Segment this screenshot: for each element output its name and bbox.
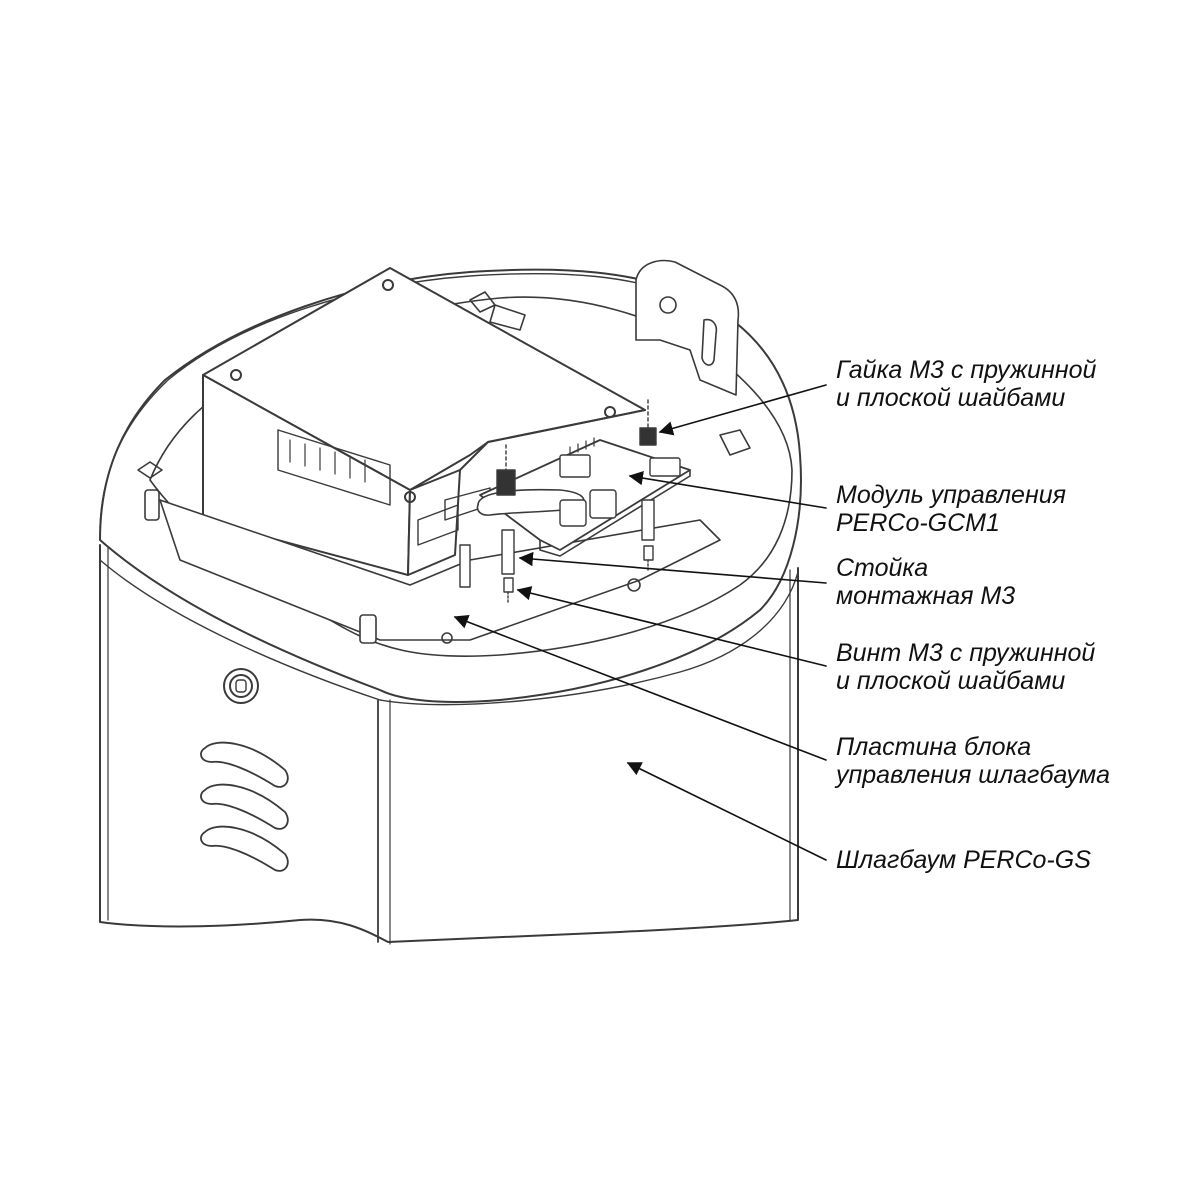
callout-nut: Гайка М3 с пружинной и плоской шайбами bbox=[836, 356, 1096, 412]
mounting-plate bbox=[137, 291, 751, 644]
callout-plate: Пластина блока управления шлагбаума bbox=[836, 733, 1110, 789]
vent-slots bbox=[200, 741, 289, 872]
callout-module-line1: Модуль управления bbox=[836, 481, 1066, 509]
callout-stand-line2: монтажная М3 bbox=[836, 582, 1016, 610]
callout-barrier: Шлагбаум PERCo-GS bbox=[836, 846, 1091, 874]
control-unit-box bbox=[202, 267, 646, 576]
callout-nut-line2: и плоской шайбами bbox=[836, 384, 1066, 412]
door-lock bbox=[223, 668, 259, 704]
callout-plate-line2: управления шлагбаума bbox=[836, 761, 1111, 789]
callout-screw-line1: Винт М3 с пружинной bbox=[836, 639, 1096, 667]
leader-nut bbox=[658, 384, 827, 436]
leader-module bbox=[628, 470, 827, 509]
callout-barrier-line1: Шлагбаум PERCo-GS bbox=[836, 846, 1091, 874]
leader-stand bbox=[518, 551, 827, 584]
callout-nut-line1: Гайка М3 с пружинной bbox=[836, 356, 1097, 384]
callout-plate-line1: Пластина блока bbox=[836, 733, 1032, 761]
callout-screw-line2: и плоской шайбами bbox=[836, 667, 1066, 695]
callout-module: Модуль управления PERCo-GCM1 bbox=[836, 481, 1066, 537]
callout-module-line2: PERCo-GCM1 bbox=[836, 509, 1000, 537]
fasteners bbox=[459, 399, 657, 603]
leader-lines bbox=[453, 384, 827, 861]
leader-plate bbox=[453, 614, 827, 761]
callout-screw: Винт М3 с пружинной и плоской шайбами bbox=[836, 639, 1095, 695]
callout-stand: Стойка монтажная М3 bbox=[836, 554, 1015, 610]
control-module-pcb bbox=[476, 437, 691, 557]
leader-screw bbox=[516, 586, 827, 667]
callout-stand-line1: Стойка bbox=[836, 554, 929, 582]
mounting-bracket bbox=[635, 259, 740, 396]
leader-barrier bbox=[626, 762, 827, 861]
